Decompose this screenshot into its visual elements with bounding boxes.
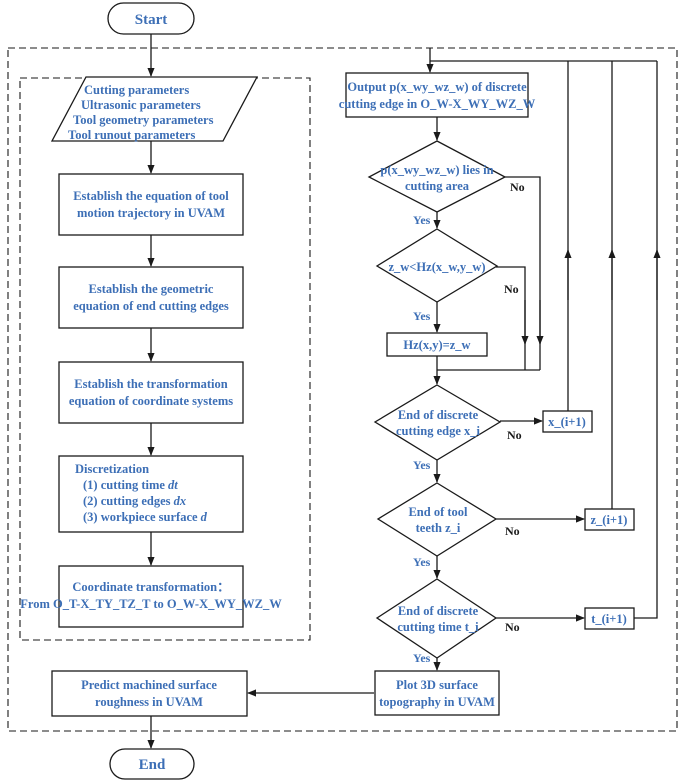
transform-line-2: equation of coordinate systems	[69, 394, 233, 408]
inc-x-text: x_(i+1)	[548, 415, 586, 429]
no-label-area: No	[510, 180, 525, 194]
inc-z-text: z_(i+1)	[591, 513, 628, 527]
area-line-1: p(x_wy_wz_w) lies in	[380, 163, 493, 177]
left-dashed-frame	[19, 77, 311, 641]
end-terminal: End	[109, 748, 195, 780]
assign-step: Hz(x,y)=z_w	[386, 332, 488, 357]
no-label-edge: No	[507, 428, 522, 442]
discretization-title: Discretization	[75, 462, 149, 476]
increment-x-box: x_(i+1)	[542, 410, 593, 433]
discretization-item-1: (1) cutting time dt	[83, 478, 178, 492]
outer-dashed-frame	[7, 47, 678, 732]
param-line-2: Ultrasonic parameters	[81, 98, 201, 112]
output-line-1: Output p(x_wy_wz_w) of discrete	[347, 80, 527, 94]
yes-label-teeth: Yes	[413, 555, 431, 569]
trajectory-line-2: motion trajectory in UVAM	[77, 206, 225, 220]
yes-label-edge: Yes	[413, 458, 431, 472]
geometric-line-2: equation of end cutting edges	[73, 299, 229, 313]
discretization-step: Discretization (1) cutting time dt (2) c…	[58, 455, 244, 533]
predict-step: Predict machined surface roughness in UV…	[51, 670, 248, 717]
increment-t-box: t_(i+1)	[584, 607, 635, 630]
decision-height: z_w<Hz(x_w,y_w)	[375, 228, 499, 303]
geometric-line-1: Establish the geometric	[89, 282, 214, 296]
coord-line-1: Coordinate transformation：	[72, 580, 229, 594]
increment-z-box: z_(i+1)	[584, 508, 635, 531]
transformation-step: Establish the transformation equation of…	[58, 361, 244, 424]
no-label-height: No	[504, 282, 519, 296]
plot-line-2: topography in UVAM	[379, 695, 495, 709]
plot-line-1: Plot 3D surface	[396, 678, 478, 692]
param-line-1: Cutting parameters	[84, 83, 189, 97]
decision-cutting-edge: End of discrete cutting edge x_i	[373, 384, 502, 461]
teeth-line-2: teeth z_i	[416, 521, 461, 535]
predict-line-2: roughness in UVAM	[95, 695, 203, 709]
inc-t-text: t_(i+1)	[591, 612, 627, 626]
decision-cutting-time: End of discrete cutting time t_i	[375, 578, 498, 659]
trajectory-line-1: Establish the equation of tool	[73, 189, 229, 203]
yes-label-area: Yes	[413, 213, 431, 227]
discretization-item-2: (2) cutting edges dx	[83, 494, 186, 508]
coord-line-2: From O_T-X_TY_TZ_T to O_W-X_WY_WZ_W	[20, 597, 282, 611]
no-label-teeth: No	[505, 524, 520, 538]
discretization-item-3: (3) workpiece surface d	[83, 510, 208, 524]
decision-cutting-area: p(x_wy_wz_w) lies in cutting area	[367, 140, 507, 213]
end-label: End	[139, 757, 166, 773]
coordinate-step: Coordinate transformation： From O_T-X_TY…	[20, 565, 282, 628]
output-line-2: cutting edge in O_W-X_WY_WZ_W	[339, 97, 536, 111]
no-label-time: No	[505, 620, 520, 634]
assign-text: Hz(x,y)=z_w	[403, 338, 470, 352]
transform-line-1: Establish the transformation	[74, 377, 228, 391]
teeth-line-1: End of tool	[408, 505, 468, 519]
yes-label-height: Yes	[413, 309, 431, 323]
area-line-2: cutting area	[405, 179, 470, 193]
edge-line-2: cutting edge x_i	[396, 424, 481, 438]
time-line-2: cutting time t_i	[397, 620, 479, 634]
start-label: Start	[135, 12, 168, 28]
output-step: Output p(x_wy_wz_w) of discrete cutting …	[339, 72, 536, 118]
time-line-1: End of discrete	[398, 604, 479, 618]
decision-tool-teeth: End of tool teeth z_i	[376, 482, 498, 557]
edge-line-1: End of discrete	[398, 408, 479, 422]
predict-line-1: Predict machined surface	[81, 678, 217, 692]
param-line-4: Tool runout parameters	[68, 128, 195, 142]
parameters-input: Cutting parameters Ultrasonic parameters…	[50, 76, 259, 142]
start-terminal: Start	[107, 2, 195, 35]
yes-label-time: Yes	[413, 651, 431, 665]
height-condition: z_w<Hz(x_w,y_w)	[388, 260, 485, 274]
trajectory-step: Establish the equation of tool motion tr…	[58, 173, 244, 236]
plot-step: Plot 3D surface topography in UVAM	[374, 670, 500, 716]
param-line-3: Tool geometry parameters	[73, 113, 214, 127]
geometric-step: Establish the geometric equation of end …	[58, 266, 244, 329]
